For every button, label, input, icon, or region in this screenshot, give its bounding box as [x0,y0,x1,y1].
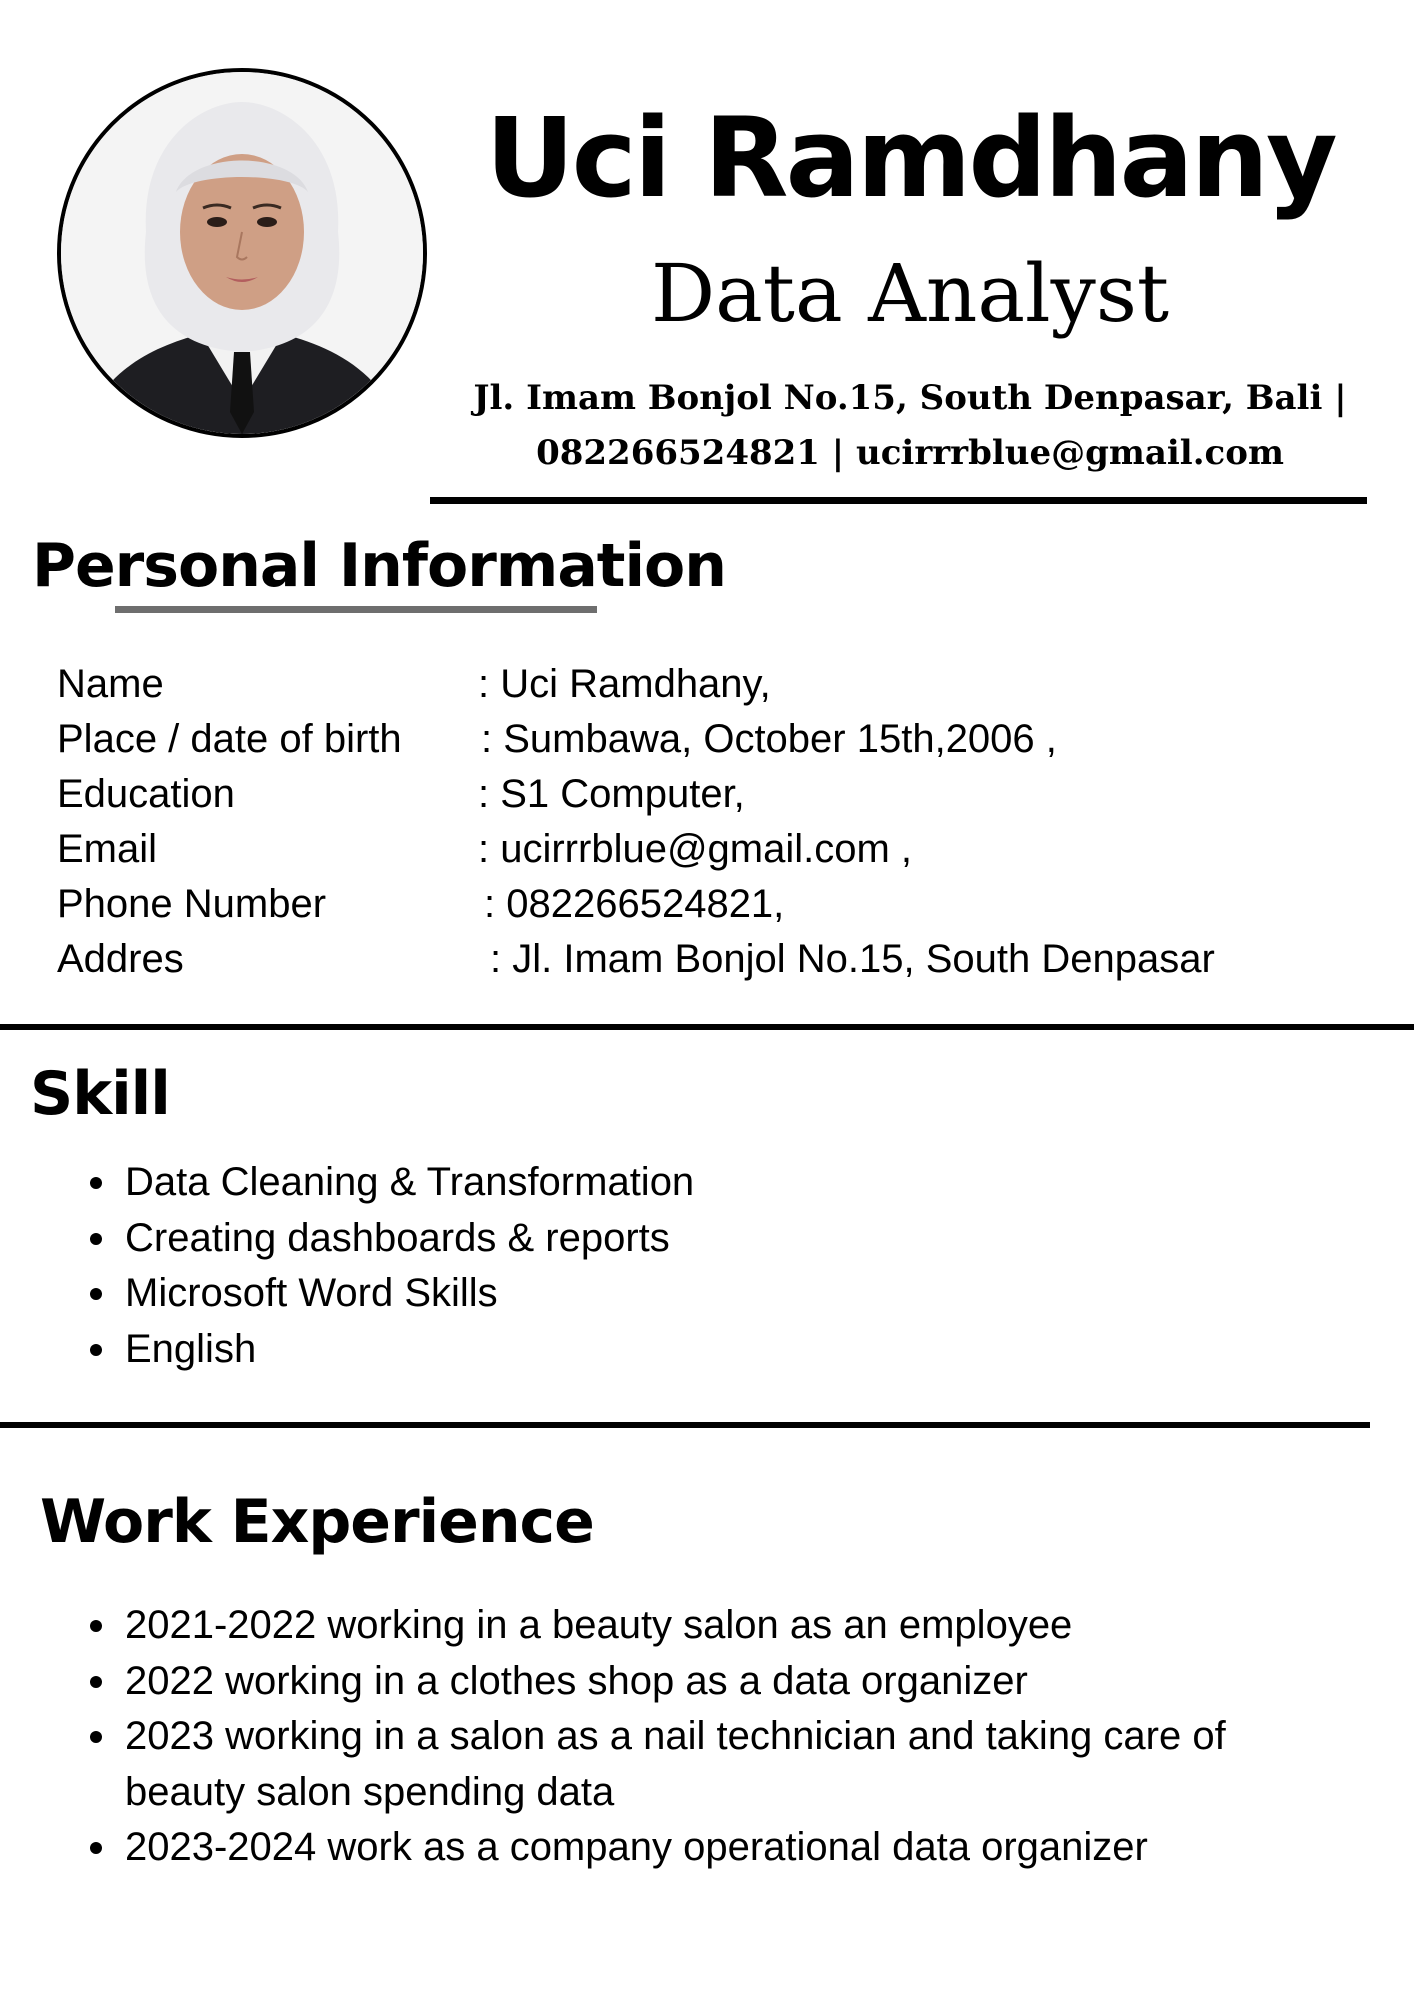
info-row-phone: Phone Number : 082266524821, [57,877,1377,932]
info-value: : Sumbawa, October 15th,2006 , [481,717,1057,761]
info-value: : S1 Computer, [478,772,745,816]
section-divider [0,1422,1370,1428]
info-row-birth: Place / date of birth : Sumbawa, October… [57,712,1377,767]
skill-text: Microsoft Word Skills [125,1271,498,1315]
info-label: Education [57,772,235,816]
contact-address-line: Jl. Imam Bonjol No.15, South Denpasar, B… [473,378,1347,418]
work-text: 2021-2022 working in a beauty salon as a… [125,1603,1073,1647]
profile-portrait-image [61,72,423,434]
candidate-name: Uci Ramdhany [485,94,1337,222]
work-experience-heading: Work Experience [40,1487,595,1557]
skill-text: English [125,1326,257,1371]
header-divider [430,497,1367,504]
list-item: 2023 working in a salon as a nail techni… [57,1709,1257,1820]
bullet-icon [90,1177,102,1189]
bullet-icon [90,1842,102,1854]
info-value: : 082266524821, [484,882,785,926]
bullet-icon [90,1232,102,1245]
personal-information-heading: Personal Information [32,531,727,601]
info-label: Email [57,827,158,871]
bullet-icon [90,1288,102,1300]
job-title: Data Analyst [650,247,1170,340]
info-label: Addres [57,937,184,981]
work-text: 2023-2024 work as a company operational … [125,1825,1148,1869]
list-item: Creating dashboards & reports [57,1211,1357,1267]
profile-photo [57,68,427,438]
heading-underline [115,606,597,613]
info-row-email: Email : ucirrrblue@gmail.com , [57,822,1377,877]
bullet-icon [90,1731,102,1743]
info-value: : Uci Ramdhany, [478,662,771,706]
section-divider [0,1024,1414,1030]
info-label: Name [57,662,164,706]
bullet-icon [90,1675,102,1688]
skill-text: Creating dashboards & reports [125,1215,670,1260]
info-row-address: Addres : Jl. Imam Bonjol No.15, South De… [57,932,1377,987]
list-item: 2021-2022 working in a beauty salon as a… [57,1598,1257,1654]
info-value: : ucirrrblue@gmail.com , [478,827,913,871]
info-row-name: Name : Uci Ramdhany, [57,657,1377,712]
bullet-icon [90,1343,102,1356]
info-label: Place / date of birth [57,717,402,761]
skill-heading: Skill [30,1059,171,1129]
skill-text: Data Cleaning & Transformation [125,1160,695,1204]
contact-phone-email-line: 082266524821 | ucirrrblue@gmail.com [536,433,1284,473]
bullet-icon [90,1620,102,1632]
info-label: Phone Number [57,882,327,926]
work-text: 2023 working in a salon as a nail techni… [125,1714,1226,1814]
list-item: 2022 working in a clothes shop as a data… [57,1654,1257,1710]
work-experience-list: 2021-2022 working in a beauty salon as a… [57,1598,1257,1876]
list-item: Data Cleaning & Transformation [57,1155,1357,1211]
list-item: 2023-2024 work as a company operational … [57,1820,1257,1876]
info-value: : Jl. Imam Bonjol No.15, South Denpasar [490,937,1215,981]
info-row-education: Education : S1 Computer, [57,767,1377,822]
list-item: Microsoft Word Skills [57,1266,1357,1322]
work-text: 2022 working in a clothes shop as a data… [125,1658,1028,1703]
skill-list: Data Cleaning & Transformation Creating … [57,1155,1357,1377]
list-item: English [57,1322,1357,1378]
